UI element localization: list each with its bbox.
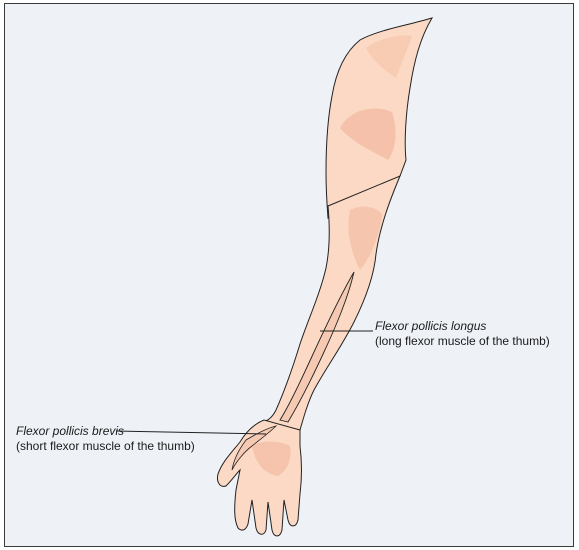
label-brevis-name: Flexor pollicis brevis	[16, 424, 195, 439]
label-longus-name: Flexor pollicis longus	[375, 319, 550, 334]
label-flexor-pollicis-longus: Flexor pollicis longus (long flexor musc…	[375, 319, 550, 349]
flexor-pollicis-longus-muscle	[280, 272, 354, 422]
label-flexor-pollicis-brevis: Flexor pollicis brevis (short flexor mus…	[16, 424, 195, 454]
label-longus-description: (long flexor muscle of the thumb)	[375, 334, 550, 349]
label-brevis-description: (short flexor muscle of the thumb)	[16, 439, 195, 454]
